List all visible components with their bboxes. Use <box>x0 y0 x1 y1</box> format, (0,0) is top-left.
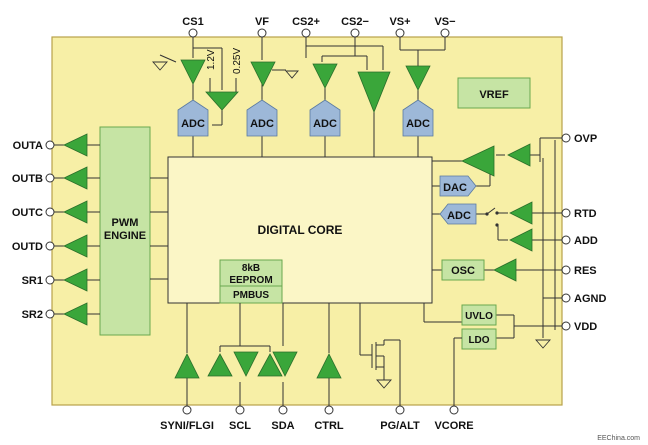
dac-block: DAC <box>439 175 477 197</box>
outb-driver <box>63 166 88 190</box>
svg-text:VREF: VREF <box>479 89 509 101</box>
pin-label-vf: VF <box>255 16 269 28</box>
right-pin-labels: OVP RTD ADD RES AGND VDD <box>574 133 606 333</box>
sr2-driver <box>63 302 88 326</box>
watermark: EEChina.com <box>597 435 640 442</box>
syni-buffer <box>174 353 200 379</box>
sr1-driver <box>63 268 88 292</box>
sda-buffer-down <box>272 351 298 377</box>
pin-label-outb: OUTB <box>12 173 43 185</box>
svg-text:PWM: PWM <box>112 217 139 229</box>
pin-label-agnd: AGND <box>574 293 606 305</box>
top-wiring <box>152 34 446 157</box>
cs2-amplifier <box>312 63 338 89</box>
pmbus-block: PMBUS <box>219 285 283 304</box>
vf-amplifier <box>250 61 276 87</box>
outa-driver <box>63 133 88 157</box>
bottom-pin-labels: SYNI/FLGI SCL SDA CTRL PG/ALT VCORE <box>160 420 473 432</box>
ldo-block: LDO <box>461 328 497 350</box>
svg-text:LDO: LDO <box>468 335 489 346</box>
adc-block-4: ADC <box>402 99 434 137</box>
mux-switch <box>485 207 499 227</box>
adc-block-1: ADC <box>177 99 209 137</box>
pin-label-res: RES <box>574 265 597 277</box>
svg-text:ADC: ADC <box>250 118 274 130</box>
ctrl-buffer <box>316 353 342 379</box>
svg-text:PMBUS: PMBUS <box>233 290 269 301</box>
pwm-core-wiring <box>150 177 168 280</box>
pin-label-pg-alt: PG/ALT <box>380 420 420 432</box>
svg-text:ADC: ADC <box>181 118 205 130</box>
osc-buffer <box>493 258 517 282</box>
pin-label-sda: SDA <box>271 420 294 432</box>
pwm-engine: PWM ENGINE <box>99 126 151 336</box>
uvlo-block: UVLO <box>461 304 497 326</box>
pin-label-outa: OUTA <box>13 140 43 152</box>
outd-driver <box>63 234 88 258</box>
top-amplifiers <box>180 59 431 114</box>
svg-text:UVLO: UVLO <box>465 311 493 322</box>
vs-amplifier <box>405 65 431 91</box>
rtd-amplifier <box>509 201 533 225</box>
svg-text:ADC: ADC <box>447 210 471 222</box>
scl-buffer-up <box>207 353 233 377</box>
pin-label-cs1: CS1 <box>182 16 203 28</box>
svg-text:DAC: DAC <box>443 182 467 194</box>
osc-block: OSC <box>441 259 485 281</box>
adc-block-3: ADC <box>309 99 341 137</box>
vref-block: VREF <box>457 77 531 109</box>
cs1-amplifier <box>180 59 206 85</box>
pin-label-sr1: SR1 <box>22 275 43 287</box>
eeprom-block: 8kB EEPROM <box>219 259 283 287</box>
cs2-diff-amplifier <box>357 71 391 114</box>
bottom-amplifiers <box>174 351 342 379</box>
digital-core: DIGITAL CORE <box>167 156 433 304</box>
pin-label-sr2: SR2 <box>22 309 43 321</box>
right-amplifiers <box>461 143 533 282</box>
pin-label-outd: OUTD <box>12 241 43 253</box>
pg-mosfet <box>371 340 392 389</box>
pin-label-vdd: VDD <box>574 321 597 333</box>
top-adcs: ADC ADC ADC ADC <box>177 99 434 137</box>
pin-label-cs2-plus: CS2+ <box>292 16 320 28</box>
ovp-comparator-2 <box>461 145 495 177</box>
svg-text:ENGINE: ENGINE <box>104 230 146 242</box>
add-amplifier <box>509 228 533 252</box>
sda-buffer-up <box>257 353 283 377</box>
side-adc-block: ADC <box>439 203 477 225</box>
pin-label-cs2-minus: CS2− <box>341 16 369 28</box>
pin-label-add: ADD <box>574 235 598 247</box>
pin-label-syni-flgi: SYNI/FLGI <box>160 420 214 432</box>
pin-label-vs-plus: VS+ <box>389 16 410 28</box>
pin-label-outc: OUTC <box>12 207 43 219</box>
pin-label-vcore: VCORE <box>434 420 473 432</box>
left-pin-labels: OUTA OUTB OUTC OUTD SR1 SR2 <box>12 140 43 321</box>
pin-label-rtd: RTD <box>574 208 597 220</box>
pin-label-vs-minus: VS− <box>434 16 455 28</box>
svg-text:8kB: 8kB <box>242 263 260 274</box>
svg-text:OSC: OSC <box>451 265 475 277</box>
top-pin-labels: CS1 VF CS2+ CS2− VS+ VS− <box>182 16 455 28</box>
left-drivers <box>51 133 100 326</box>
threshold-1v2: 1.2V <box>206 49 217 70</box>
threshold-0v25: 0.25V <box>232 48 243 74</box>
bottom-wiring <box>186 303 462 408</box>
ovp-comparator <box>507 143 531 167</box>
scl-buffer-down <box>233 351 259 377</box>
svg-text:ADC: ADC <box>313 118 337 130</box>
pin-label-scl: SCL <box>229 420 251 432</box>
outc-driver <box>63 200 88 224</box>
pin-circles <box>45 28 571 415</box>
right-wiring <box>423 137 566 339</box>
adc-block-2: ADC <box>246 99 278 137</box>
svg-text:EEPROM: EEPROM <box>229 275 272 286</box>
svg-text:ADC: ADC <box>406 118 430 130</box>
pin-label-ovp: OVP <box>574 133 597 145</box>
svg-text:DIGITAL CORE: DIGITAL CORE <box>258 223 343 237</box>
cs1-comparator <box>205 91 239 111</box>
pin-label-ctrl: CTRL <box>314 420 344 432</box>
